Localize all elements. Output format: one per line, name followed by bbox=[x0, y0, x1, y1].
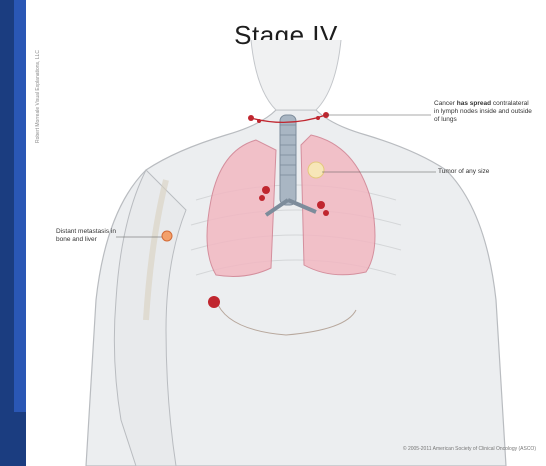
left-accent-strip bbox=[14, 0, 26, 412]
diagram-panel: Robert Morreale Visual Explanations, LLC… bbox=[26, 0, 546, 466]
spread-bold: has spread bbox=[457, 100, 491, 107]
trachea bbox=[280, 115, 296, 205]
copyright: © 2005-2011 American Society of Clinical… bbox=[403, 446, 536, 452]
tumor bbox=[308, 162, 324, 178]
bone-metastasis bbox=[162, 231, 172, 241]
metastasis-annotation: Distant metastasis in bone and liver bbox=[56, 228, 126, 244]
spread-prefix: Cancer bbox=[434, 100, 457, 107]
spread-annotation: Cancer has spread contralateral in lymph… bbox=[434, 100, 534, 124]
liver-metastasis bbox=[208, 296, 220, 308]
tumor-annotation: Tumor of any size bbox=[438, 168, 489, 176]
neck bbox=[251, 40, 341, 110]
